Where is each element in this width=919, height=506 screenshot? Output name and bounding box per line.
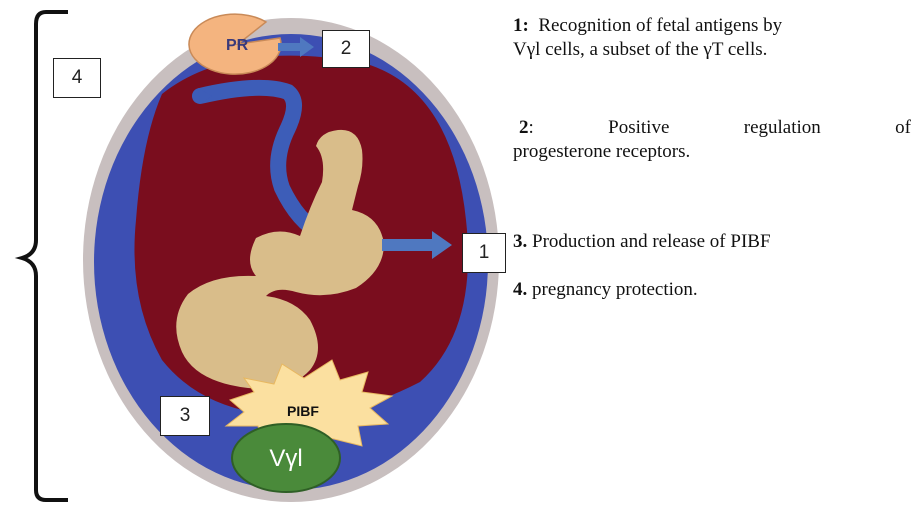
- legend-item-2: 2: Positive regulation of progesterone r…: [513, 116, 911, 164]
- legend-item-2-line-2: progesterone receptors.: [513, 140, 911, 164]
- legend-item-2-word-2: regulation: [744, 116, 821, 140]
- legend-item-2-number: 2: [519, 117, 529, 138]
- legend-item-3: 3. Production and release of PIBF: [513, 230, 911, 254]
- legend-item-3-text: Production and release of PIBF: [532, 231, 771, 252]
- legend-item-3-number: 3.: [513, 231, 527, 252]
- legend-item-2-word-3: of: [895, 116, 911, 140]
- vgl-label: Vγl: [269, 445, 302, 472]
- legend-item-4-number: 4.: [513, 279, 527, 300]
- legend-item-2-colon: :: [529, 117, 534, 138]
- pibf-label: PIBF: [287, 403, 319, 419]
- legend-item-1: 1: Recognition of fetal antigens by Vγl …: [513, 14, 911, 62]
- marker-4: 4: [53, 58, 101, 98]
- legend-item-2-word-1: Positive: [608, 116, 669, 140]
- marker-3: 3: [160, 396, 210, 436]
- legend-item-4-text: pregnancy protection.: [532, 279, 698, 300]
- legend-item-1-line-1: Recognition of fetal antigens by: [538, 15, 782, 36]
- marker-1: 1: [462, 233, 506, 273]
- pr-label: PR: [226, 37, 249, 54]
- legend-item-4: 4. pregnancy protection.: [513, 278, 911, 302]
- legend-item-1-line-2: Vγl cells, a subset of the γT cells.: [513, 38, 911, 62]
- legend-item-1-number: 1:: [513, 15, 529, 36]
- marker-2: 2: [322, 30, 370, 68]
